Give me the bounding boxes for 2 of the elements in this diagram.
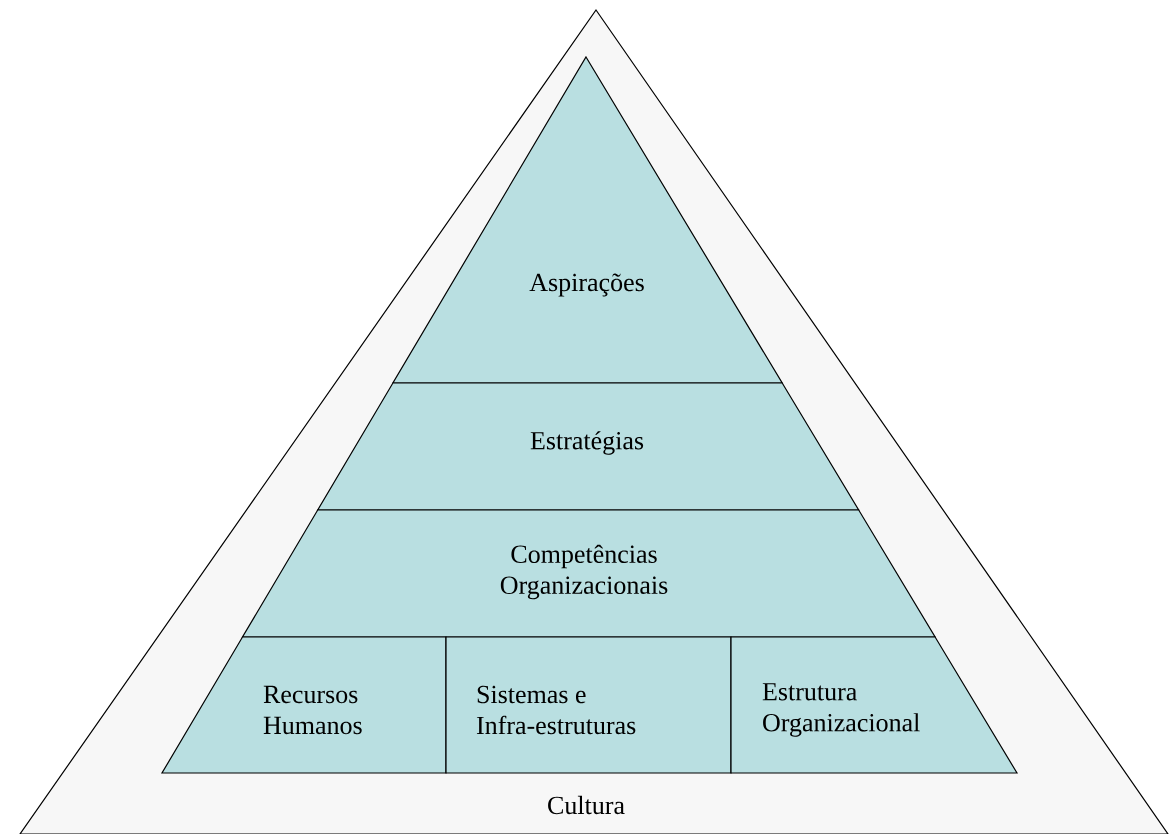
pyramid-cell: Sistemas e Infra-estruturas (445, 636, 732, 774)
pyramid-cell: Estrutura Organizacional (730, 636, 1019, 774)
